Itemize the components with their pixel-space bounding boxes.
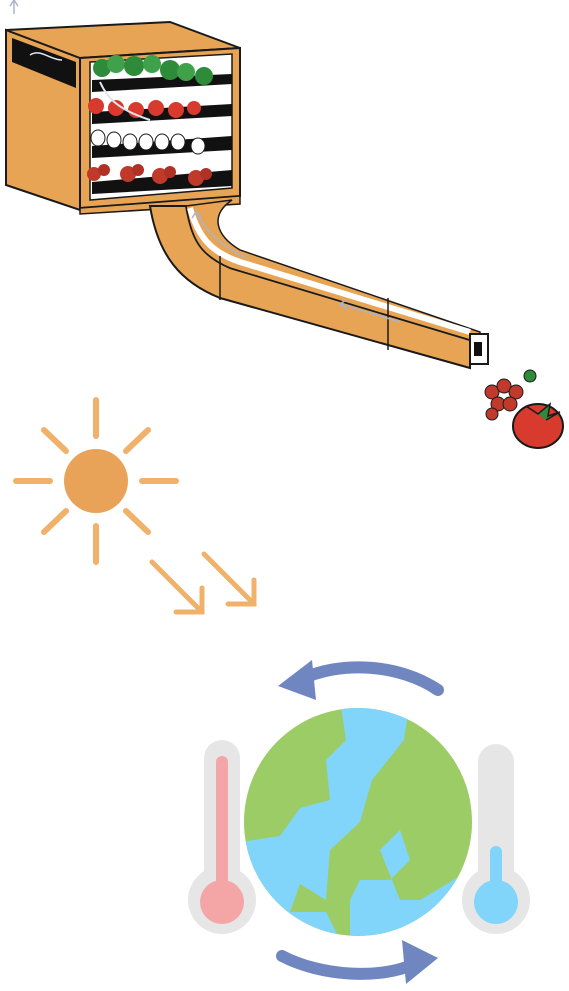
shelf-greens [93,55,213,85]
sun-ray-arrows-icon [149,551,257,615]
earth-globe-icon [244,708,472,936]
cabinet-icon [5,20,241,215]
shelf-eggs [90,129,206,155]
shelf-tomatoes [88,98,201,118]
duct-airflow-arrows [191,210,401,323]
cold-thermometer-icon [462,744,530,934]
tomato-grapes-icon [484,369,564,449]
shelf-grapes [87,164,212,186]
sun-icon [13,397,179,565]
inner-airflow-arrow [99,81,151,121]
hot-thermometer-icon [188,740,256,934]
rotation-arrows-icon [276,660,444,984]
air-outlet-arrow [9,0,19,14]
air-duct [148,199,489,370]
